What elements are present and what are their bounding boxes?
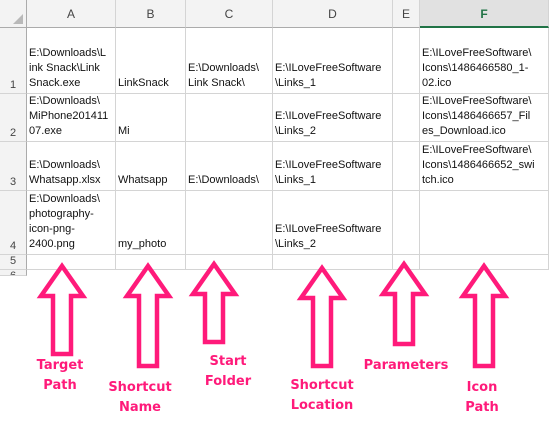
arrow-group bbox=[36, 260, 510, 369]
cell-f4[interactable] bbox=[420, 191, 549, 255]
label-target-path: Target Path bbox=[36, 358, 84, 393]
cell-text: my_photo bbox=[118, 238, 167, 250]
cell-text: E:\ILoveFreeSoftware\ Icons\1486466580_1… bbox=[422, 47, 532, 89]
cell-d3[interactable]: E:\ILoveFreeSoftware \Links_1 bbox=[273, 142, 393, 191]
spreadsheet-grid: A B C D E F 1 E:\Downloads\L ink Snack\L… bbox=[0, 0, 549, 276]
cell-c5[interactable] bbox=[186, 255, 273, 270]
cell-text: E:\Downloads\L ink Snack\Link Snack.exe bbox=[29, 47, 107, 89]
cell-e4[interactable] bbox=[393, 191, 420, 255]
up-arrow-icon-parameters bbox=[378, 260, 430, 347]
cell-b2[interactable]: Mi bbox=[116, 94, 186, 142]
row-header-2[interactable]: 2 bbox=[0, 94, 27, 142]
row-header-5[interactable]: 5 bbox=[0, 255, 27, 270]
cell-a3[interactable]: E:\Downloads\ Whatsapp.xlsx bbox=[27, 142, 116, 191]
cell-b3[interactable]: Whatsapp bbox=[116, 142, 186, 191]
cell-a1[interactable]: E:\Downloads\L ink Snack\Link Snack.exe bbox=[27, 28, 116, 94]
label-parameters: Parameters bbox=[363, 358, 449, 373]
cell-b4[interactable]: my_photo bbox=[116, 191, 186, 255]
up-arrow-icon-start-folder bbox=[188, 260, 240, 345]
column-header-e[interactable]: E bbox=[393, 0, 420, 28]
cell-e2[interactable] bbox=[393, 94, 420, 142]
cell-c4[interactable] bbox=[186, 191, 273, 255]
cell-e1[interactable] bbox=[393, 28, 420, 94]
cell-text: E:\ILoveFreeSoftware\ Icons\1486466652_s… bbox=[422, 144, 535, 186]
column-header-c[interactable]: C bbox=[186, 0, 273, 28]
label-icon-path: Icon Path bbox=[465, 380, 499, 415]
cell-text: E:\Downloads\ Link Snack\ bbox=[188, 62, 259, 89]
cell-text: Mi bbox=[118, 125, 130, 137]
cell-f2[interactable]: E:\ILoveFreeSoftware\ Icons\1486466657_F… bbox=[420, 94, 549, 142]
cell-d4[interactable]: E:\ILoveFreeSoftware \Links_2 bbox=[273, 191, 393, 255]
up-arrow-icon-icon-path bbox=[458, 262, 510, 369]
cell-text: LinkSnack bbox=[118, 77, 169, 89]
row-header-1[interactable]: 1 bbox=[0, 28, 27, 94]
cell-text: E:\ILoveFreeSoftware \Links_2 bbox=[275, 110, 382, 137]
row-header-4[interactable]: 4 bbox=[0, 191, 27, 255]
cell-f3[interactable]: E:\ILoveFreeSoftware\ Icons\1486466652_s… bbox=[420, 142, 549, 191]
cell-b1[interactable]: LinkSnack bbox=[116, 28, 186, 94]
cell-c3[interactable]: E:\Downloads\ bbox=[186, 142, 273, 191]
column-header-d[interactable]: D bbox=[273, 0, 393, 28]
cell-text: E:\Downloads\ Whatsapp.xlsx bbox=[29, 159, 101, 186]
label-start-folder: Start Folder bbox=[204, 354, 252, 389]
column-header-a[interactable]: A bbox=[27, 0, 116, 28]
cell-text: E:\Downloads\ MiPhone201411 07.exe bbox=[29, 95, 109, 137]
select-all-corner[interactable] bbox=[0, 0, 27, 28]
up-arrow-icon-target-path bbox=[36, 262, 88, 357]
cell-text: E:\ILoveFreeSoftware \Links_1 bbox=[275, 159, 382, 186]
cell-text: Whatsapp bbox=[118, 174, 168, 186]
cell-e3[interactable] bbox=[393, 142, 420, 191]
cell-d2[interactable]: E:\ILoveFreeSoftware \Links_2 bbox=[273, 94, 393, 142]
cell-c2[interactable] bbox=[186, 94, 273, 142]
up-arrow-icon-shortcut-name bbox=[122, 262, 174, 369]
cell-d1[interactable]: E:\ILoveFreeSoftware \Links_1 bbox=[273, 28, 393, 94]
label-shortcut-location: Shortcut Location bbox=[290, 378, 354, 413]
cell-text: E:\ILoveFreeSoftware \Links_2 bbox=[275, 223, 382, 250]
cell-a4[interactable]: E:\Downloads\ photography- icon-png- 240… bbox=[27, 191, 116, 255]
cell-c1[interactable]: E:\Downloads\ Link Snack\ bbox=[186, 28, 273, 94]
label-shortcut-name: Shortcut Name bbox=[108, 380, 172, 415]
cell-text: E:\Downloads\ bbox=[188, 174, 259, 186]
row-header-6[interactable]: 6 bbox=[0, 270, 27, 276]
column-header-f[interactable]: F bbox=[420, 0, 549, 28]
cell-text: E:\Downloads\ photography- icon-png- 240… bbox=[29, 193, 100, 250]
cell-text: E:\ILoveFreeSoftware\ Icons\1486466657_F… bbox=[422, 95, 532, 137]
cell-text: E:\ILoveFreeSoftware \Links_1 bbox=[275, 62, 382, 89]
annotation-arrows bbox=[36, 260, 510, 369]
up-arrow-icon-shortcut-location bbox=[296, 264, 348, 369]
column-header-b[interactable]: B bbox=[116, 0, 186, 28]
cell-d5[interactable] bbox=[273, 255, 393, 270]
cell-a2[interactable]: E:\Downloads\ MiPhone201411 07.exe bbox=[27, 94, 116, 142]
cell-a5[interactable] bbox=[27, 255, 116, 270]
cell-f1[interactable]: E:\ILoveFreeSoftware\ Icons\1486466580_1… bbox=[420, 28, 549, 94]
row-header-3[interactable]: 3 bbox=[0, 142, 27, 191]
